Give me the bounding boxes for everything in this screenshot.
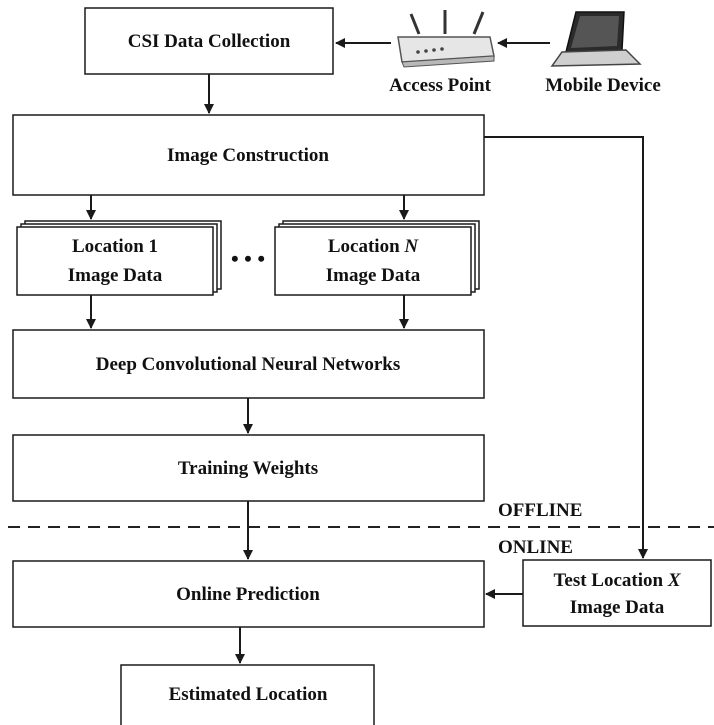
- dcnn-label: Deep Convolutional Neural Networks: [96, 354, 401, 375]
- ellipsis: • • •: [231, 246, 265, 271]
- access-point-label: Access Point: [389, 75, 492, 96]
- image-construction-label: Image Construction: [167, 145, 329, 166]
- online-label: ONLINE: [498, 537, 573, 558]
- training-weights-block: Training Weights: [12, 434, 485, 502]
- training-weights-label: Training Weights: [178, 458, 318, 479]
- estimated-location-label: Estimated Location: [169, 684, 328, 705]
- laptop-icon: [550, 11, 642, 67]
- dcnn-block: Deep Convolutional Neural Networks: [12, 329, 485, 399]
- wifi-router-icon: [397, 10, 495, 68]
- location-n-image-data-block: Location N Image Data: [274, 220, 480, 296]
- location-1-line2: Image Data: [68, 265, 163, 286]
- online-prediction-label: Online Prediction: [176, 584, 320, 605]
- flow-arrows: [86, 38, 648, 664]
- location-n-line1: Location N: [328, 236, 420, 257]
- estimated-location-block: Estimated Location: [120, 664, 375, 725]
- mobile-device-label: Mobile Device: [545, 75, 661, 96]
- location-n-line2: Image Data: [326, 265, 421, 286]
- location-1-image-data-block: Location 1 Image Data: [16, 220, 222, 296]
- image-construction-block: Image Construction: [12, 114, 485, 196]
- arrow-image-to-test: [484, 136, 648, 559]
- offline-label: OFFLINE: [498, 500, 582, 521]
- csi-data-collection-block: CSI Data Collection: [84, 7, 334, 75]
- test-location-line1: Test Location X: [553, 570, 681, 591]
- location-1-line1: Location 1: [72, 236, 158, 257]
- online-prediction-block: Online Prediction: [12, 560, 485, 628]
- csi-data-collection-label: CSI Data Collection: [128, 31, 291, 52]
- test-location-line2: Image Data: [570, 597, 665, 618]
- test-location-x-block: Test Location X Image Data: [522, 559, 712, 627]
